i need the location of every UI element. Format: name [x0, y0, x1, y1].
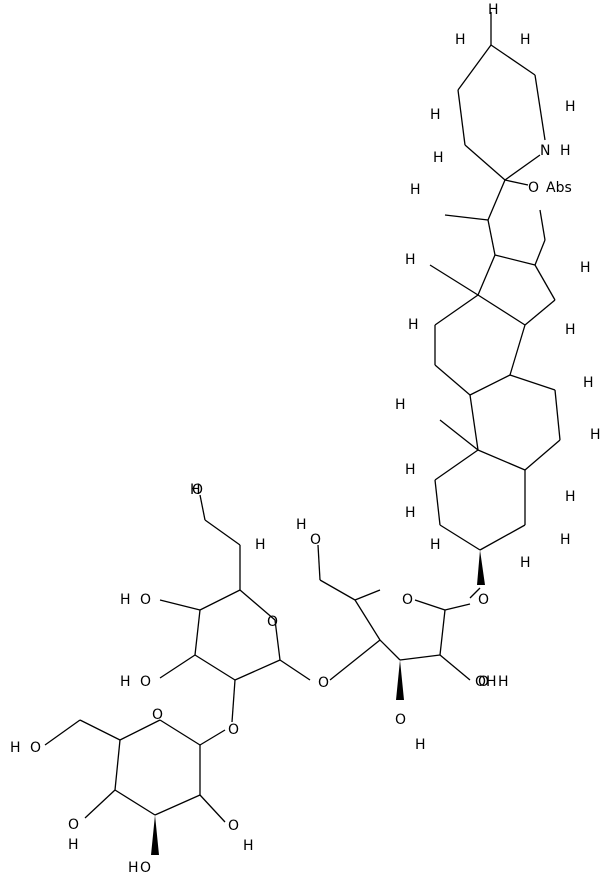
h-atom: H	[395, 397, 406, 413]
h-atom: H	[410, 182, 421, 198]
h-atom: H	[580, 260, 591, 276]
h-atom: H	[405, 252, 416, 268]
furan-ring	[444, 179, 546, 266]
abs-flag-label: Abs	[546, 180, 572, 196]
h-atom: H	[583, 375, 594, 391]
middle-c3-hydroxyl-label: O	[395, 712, 406, 728]
h-atom: H	[455, 32, 466, 48]
h-atom: H	[433, 150, 444, 166]
sugar-ring-middle	[317, 544, 471, 700]
h-atom: H	[405, 505, 416, 521]
hydroxyl-labels: OH	[475, 674, 497, 690]
h-atom: H	[128, 860, 139, 876]
upper-c3-hydroxyl-label: O	[140, 674, 151, 690]
sugar-ring-upper	[159, 494, 311, 723]
h-atom: H	[430, 537, 441, 553]
lower-ch2oh-label: O	[30, 740, 41, 756]
lower-ring-oxygen-label: O	[152, 707, 163, 723]
link-oxygen-label: O	[318, 675, 329, 691]
h-atom: H	[498, 674, 509, 690]
h-atom: H	[120, 674, 131, 690]
h-atom: H	[590, 427, 601, 443]
h-atom: H	[10, 740, 21, 756]
piperidine-ring	[457, 12, 546, 181]
h-atom: H	[296, 517, 307, 533]
h-atom: H	[190, 482, 201, 498]
h-atom: H	[120, 592, 131, 608]
nitrogen-label: N	[540, 143, 550, 159]
h-atom: H	[243, 838, 254, 854]
c3-oxygen-label: O	[478, 592, 489, 608]
upper-ring-oxygen-label: O	[267, 614, 278, 630]
lower-c3-hydroxyl-label: O	[140, 860, 151, 876]
h-atom: H	[408, 317, 419, 333]
link2-oxygen-label: O	[228, 722, 239, 738]
nh-hydrogen-label: H	[560, 143, 571, 159]
steroid-ring-b	[469, 374, 561, 471]
h-atom: H	[520, 555, 531, 571]
h-atom: H	[405, 462, 416, 478]
hydroxyl-label: OH	[475, 674, 497, 690]
h-atom: H	[488, 2, 499, 18]
sugar-ring-lower	[44, 719, 226, 855]
furan-oxygen-label: O	[528, 180, 539, 196]
upper-ch2oh-label: O	[192, 482, 203, 498]
h-atom: H	[255, 537, 266, 553]
h-atom: H	[520, 32, 531, 48]
steroid-ring-c	[434, 294, 526, 396]
middle-c2-hydroxyl-label: O	[478, 674, 489, 690]
middle-ch2oh-label: O	[310, 532, 321, 548]
middle-ring-oxygen-label: O	[402, 592, 413, 608]
steroid-ring-a	[434, 419, 526, 551]
upper-c4-hydroxyl-label: O	[140, 592, 151, 608]
h-atom: H	[565, 99, 576, 115]
h-atom: H	[68, 837, 79, 853]
h-atom: H	[415, 737, 426, 753]
h-atom: H	[565, 322, 576, 338]
h-atom: H	[560, 532, 571, 548]
steroid-ring-d	[429, 254, 556, 326]
h-atom: H	[430, 107, 441, 123]
hydrogen-atoms: H H H H H H H H H H H H H H H H H H H H …	[10, 2, 601, 876]
h-atom: H	[565, 489, 576, 505]
lower-c4-hydroxyl-label: O	[68, 817, 79, 833]
lower-c2-hydroxyl-label: O	[228, 818, 239, 834]
